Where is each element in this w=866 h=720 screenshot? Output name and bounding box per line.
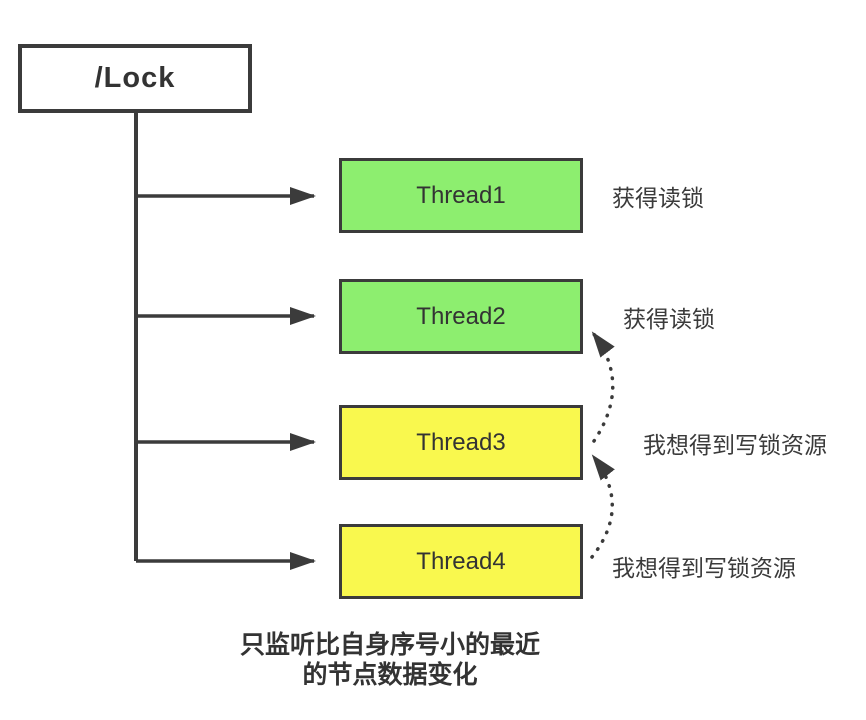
thread3-node: Thread3: [339, 405, 583, 480]
diagram-caption: 只监听比自身序号小的最近 的节点数据变化: [160, 630, 620, 690]
thread2-node: Thread2: [339, 279, 583, 354]
thread3-label: Thread3: [416, 428, 506, 456]
thread4-node: Thread4: [339, 524, 583, 599]
thread1-node: Thread1: [339, 158, 583, 233]
thread1-label: Thread1: [416, 181, 506, 209]
root-lock-node: /Lock: [18, 44, 252, 113]
caption-line2: 的节点数据变化: [302, 661, 478, 689]
thread3-status-label: 我想得到写锁资源: [643, 432, 827, 458]
watch-arrow-thread4-to-thread3: [590, 454, 615, 559]
thread1-status-label: 获得读锁: [612, 185, 704, 211]
watch-arrow-thread3-to-thread2: [591, 331, 615, 443]
caption-line1: 只监听比自身序号小的最近: [239, 631, 540, 659]
root-lock-label: /Lock: [94, 62, 176, 94]
thread2-label: Thread2: [416, 302, 506, 330]
thread2-status-label: 获得读锁: [623, 306, 715, 332]
thread4-status-label: 我想得到写锁资源: [612, 555, 796, 581]
thread4-label: Thread4: [416, 547, 506, 575]
